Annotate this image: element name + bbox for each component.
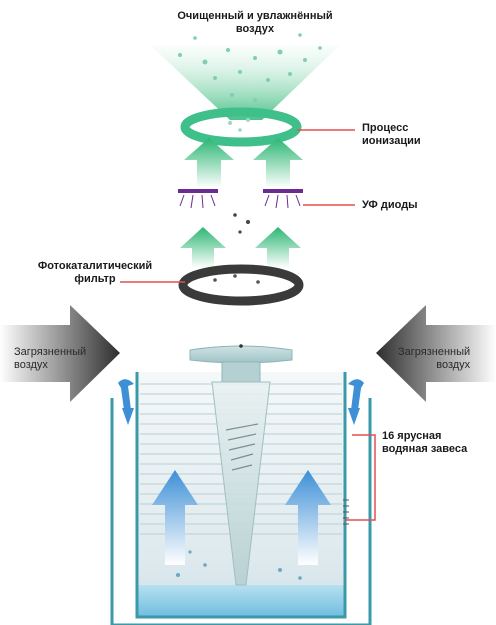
photocatalytic-filter-ring xyxy=(178,264,304,306)
blue-curve-arrow-left xyxy=(118,379,134,410)
uv-diode-right xyxy=(263,189,303,209)
ionization-ring xyxy=(180,107,302,147)
filter-particles xyxy=(213,274,260,284)
clean-air-cone xyxy=(150,45,340,120)
green-arrow-lower-left xyxy=(180,227,226,268)
uv-diode-left xyxy=(178,189,218,209)
uv-diodes-label: УФ диоды xyxy=(362,199,418,211)
blue-curve-arrow-right xyxy=(348,379,364,410)
dirty-air-right-label: Загрязненный воздух xyxy=(398,346,471,371)
tank-side-ticks xyxy=(343,499,349,525)
cap-dot xyxy=(239,344,243,348)
spiral-threads xyxy=(225,423,259,471)
dirty-air-left-label: Загрязненный воздух xyxy=(14,346,87,371)
blue-down-arrow-right xyxy=(348,408,360,425)
dirty-air-arrow-left xyxy=(0,305,120,402)
water-curtain-label: 16 ярусная водяная завеса xyxy=(382,430,468,455)
photocatalytic-filter-label: Фотокаталитический фильтр xyxy=(37,260,153,285)
ionization-label: Процесс ионизации xyxy=(362,122,421,147)
intake-cap xyxy=(189,345,293,364)
spiral-cone xyxy=(211,381,271,586)
clean-air-particles xyxy=(178,33,322,102)
water-drops xyxy=(176,546,314,580)
intake-neck xyxy=(221,361,261,383)
water-curtain-pointer xyxy=(345,434,376,521)
blue-up-arrow-right xyxy=(285,470,331,565)
dirty-air-arrow-right xyxy=(376,305,496,402)
green-arrow-lower-right xyxy=(255,227,301,268)
tank-walls xyxy=(110,372,372,625)
blue-down-arrow-left xyxy=(122,408,134,425)
green-arrow-upper-left xyxy=(184,138,234,188)
blue-up-arrow-left xyxy=(152,470,198,565)
green-arrow-upper-right xyxy=(253,138,303,188)
uv-particles xyxy=(233,213,250,234)
clean-air-label: Очищенный и увлажнённый воздух xyxy=(177,10,333,35)
ion-particles xyxy=(228,118,250,132)
water-reservoir xyxy=(137,585,345,617)
